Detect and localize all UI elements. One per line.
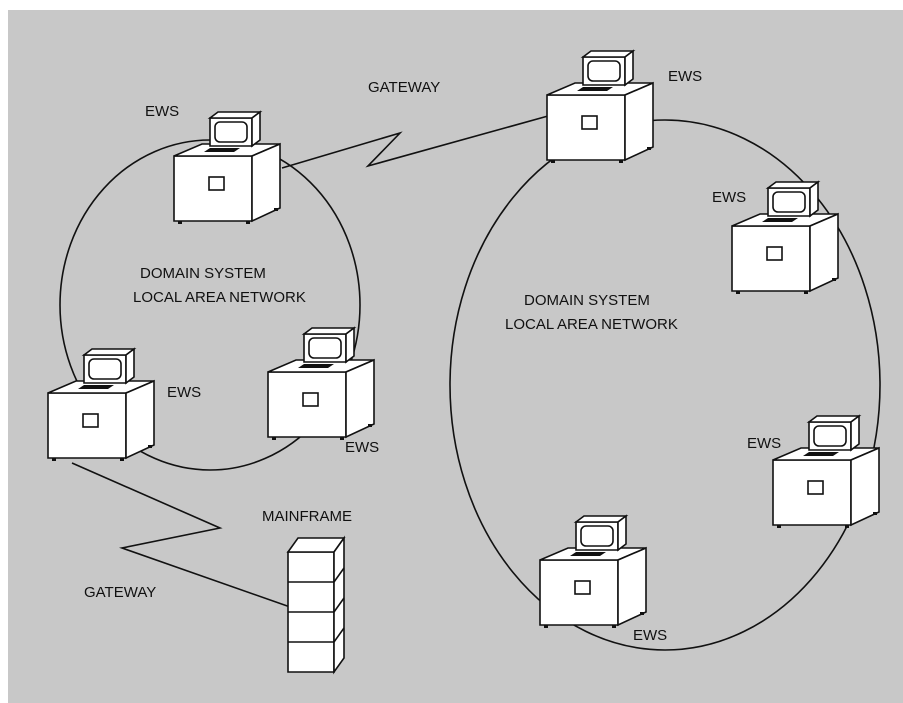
ews-label: EWS (668, 68, 702, 85)
ews-icon-right-bottom (539, 515, 647, 629)
gateway-link-top (281, 115, 549, 169)
ews-icon-right-top (546, 50, 654, 164)
mainframe-icon (286, 535, 346, 675)
ews-label: EWS (712, 189, 746, 206)
diagram-background (8, 10, 903, 703)
ews-label: EWS (345, 439, 379, 456)
ews-icon-left-top (173, 111, 281, 225)
left-network-label-line1: DOMAIN SYSTEM (140, 265, 266, 282)
left-network-label-line2: LOCAL AREA NETWORK (133, 289, 306, 306)
ews-icon-left-bottom-right (267, 327, 375, 441)
right-network-label-line1: DOMAIN SYSTEM (524, 292, 650, 309)
ews-icon-right-lower (772, 415, 880, 529)
ews-label: EWS (747, 435, 781, 452)
ews-icon-left-bottom-left (47, 348, 155, 462)
ews-icon-right-upper (731, 181, 839, 295)
right-network-label-line2: LOCAL AREA NETWORK (505, 316, 678, 333)
gateway-label-top: GATEWAY (368, 79, 440, 96)
ews-label: EWS (167, 384, 201, 401)
ews-label: EWS (633, 627, 667, 644)
mainframe-label: MAINFRAME (262, 508, 352, 525)
gateway-label-bottom: GATEWAY (84, 584, 156, 601)
gateway-link-bottom (71, 462, 294, 609)
right-network-ring (449, 119, 881, 651)
ews-label: EWS (145, 103, 179, 120)
